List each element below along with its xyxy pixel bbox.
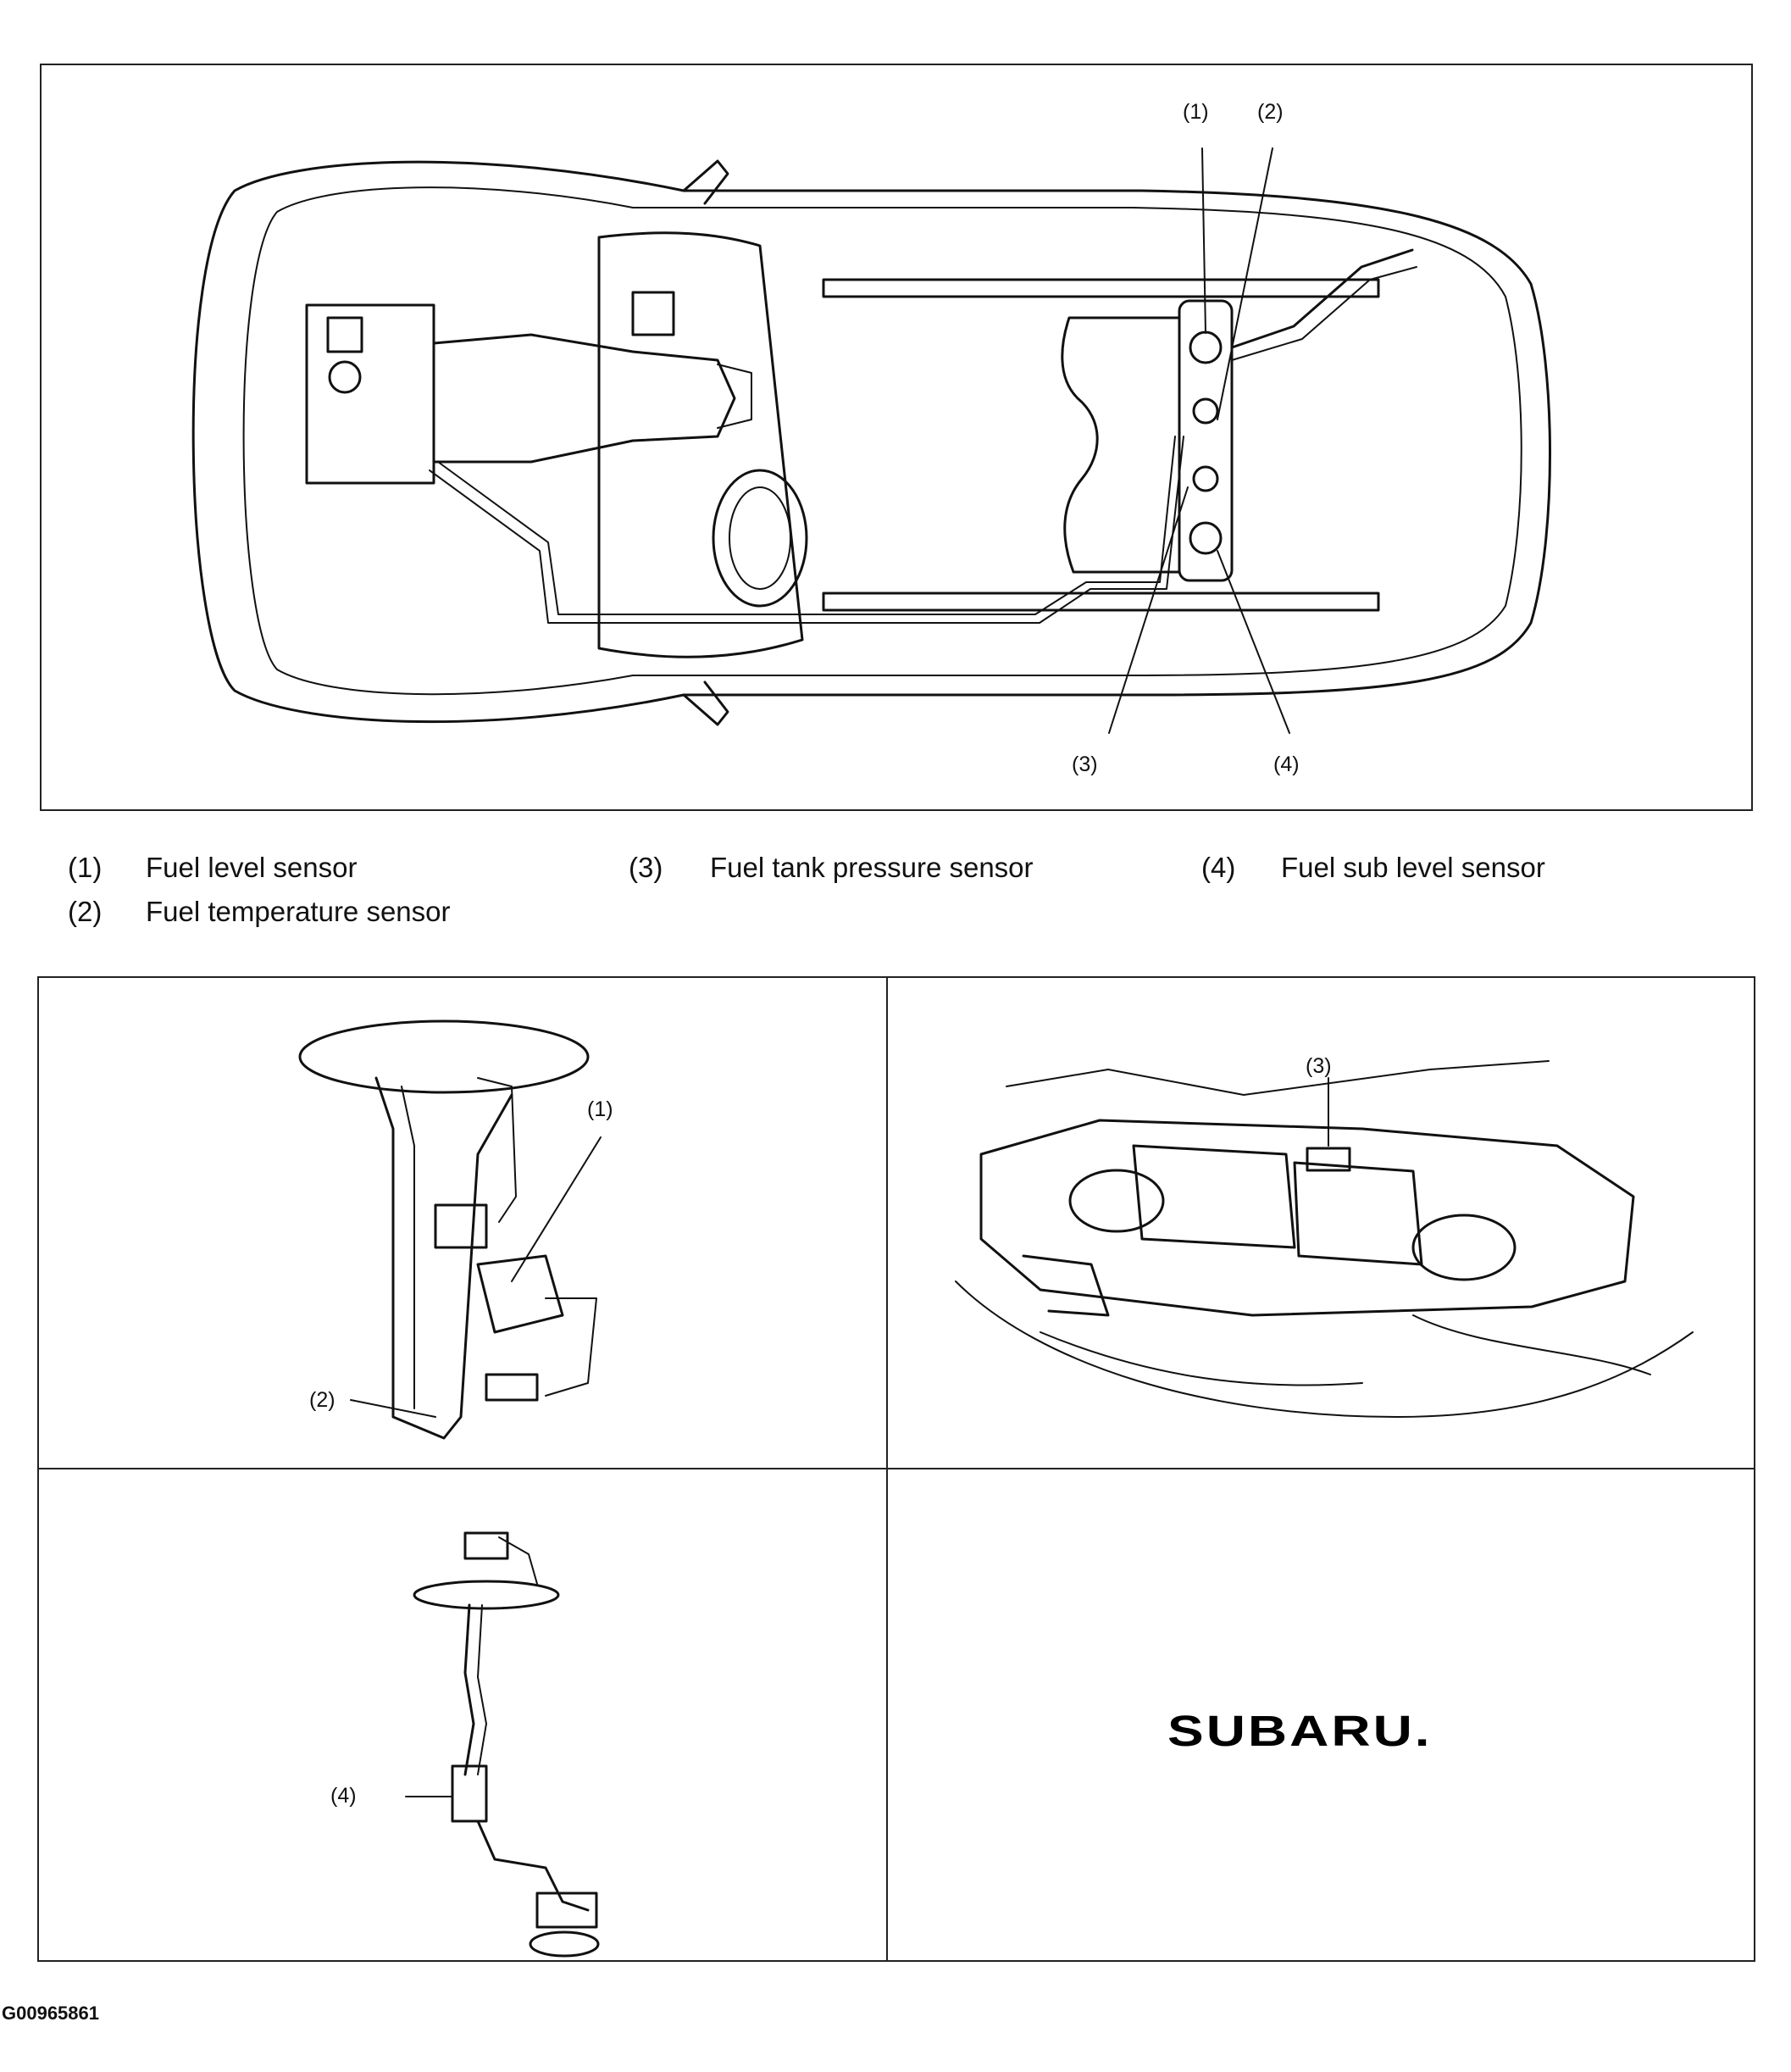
legend-text-1: Fuel level sensor [146,852,358,883]
legend-text-3: Fuel tank pressure sensor [710,852,1034,883]
grid-divider-horizontal [37,1468,1755,1469]
fuel-tank-top-drawing [955,1060,1694,1418]
vehicle-top-view-drawing [191,147,1551,734]
figure-id: G00965861 [2,2003,99,2024]
legend-num-3: (3) [629,852,663,883]
top-callout-3: (3) [1072,753,1098,776]
legend-num-1: (1) [68,852,103,883]
legend-num-4: (4) [1201,852,1236,883]
legend-text-2: Fuel temperature sensor [146,896,451,927]
tank-callout-3: (3) [1306,1054,1332,1078]
fuel-sub-level-drawing [405,1531,600,1958]
top-callout-4: (4) [1273,753,1300,776]
sub-level-callout-4: (4) [330,1784,357,1808]
legend-num-2: (2) [68,896,103,927]
top-callout-2: (2) [1257,100,1284,124]
top-view-panel [40,64,1753,811]
fuel-pump-unit-drawing [298,1019,602,1440]
pump-callout-1: (1) [587,1097,613,1121]
top-callout-1: (1) [1183,100,1209,124]
legend-text-4: Fuel sub level sensor [1281,852,1545,883]
pump-callout-2: (2) [309,1388,335,1412]
subaru-logo: SUBARU. [1167,1706,1433,1756]
